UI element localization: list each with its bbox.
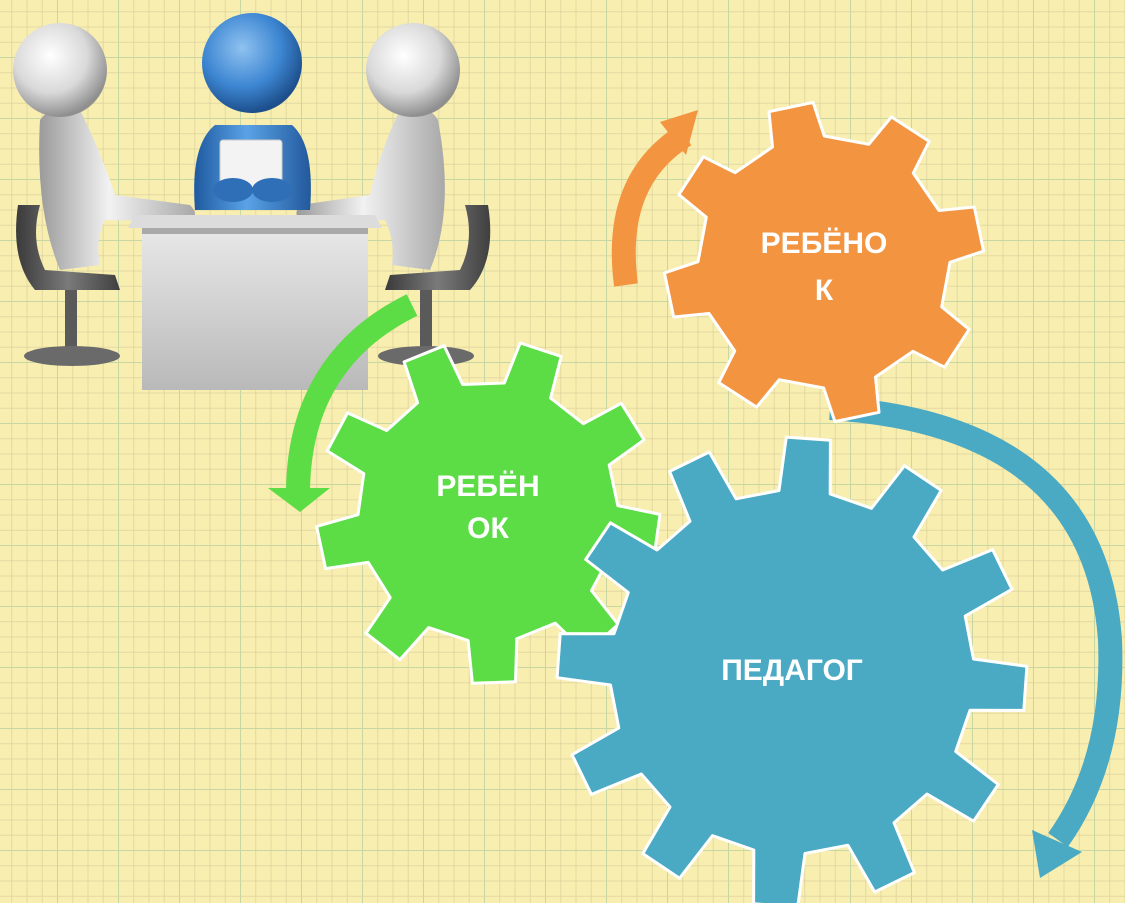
gear-label-green-line1: РЕБЁН (436, 470, 539, 503)
gear-label-green-line2: ОК (467, 512, 509, 545)
arrow-green (268, 294, 418, 512)
gear-shape-blue (555, 435, 1029, 903)
gear-child-orange: РЕБЁНО К (662, 100, 986, 424)
gear-label-orange-line1: РЕБЁНО (761, 227, 888, 260)
left-chair (16, 205, 120, 366)
gear-label-orange-line2: К (815, 274, 834, 307)
arrow-orange (611, 110, 698, 287)
arrow-blue (829, 396, 1123, 878)
gear-teacher-blue: ПЕДАГОГ (555, 435, 1029, 903)
gear-shape-orange (662, 100, 986, 424)
center-figure (194, 13, 311, 210)
gear-label-blue: ПЕДАГОГ (721, 654, 863, 687)
left-figure (13, 23, 195, 271)
people-meeting-icon (13, 13, 491, 390)
right-figure (296, 23, 460, 271)
